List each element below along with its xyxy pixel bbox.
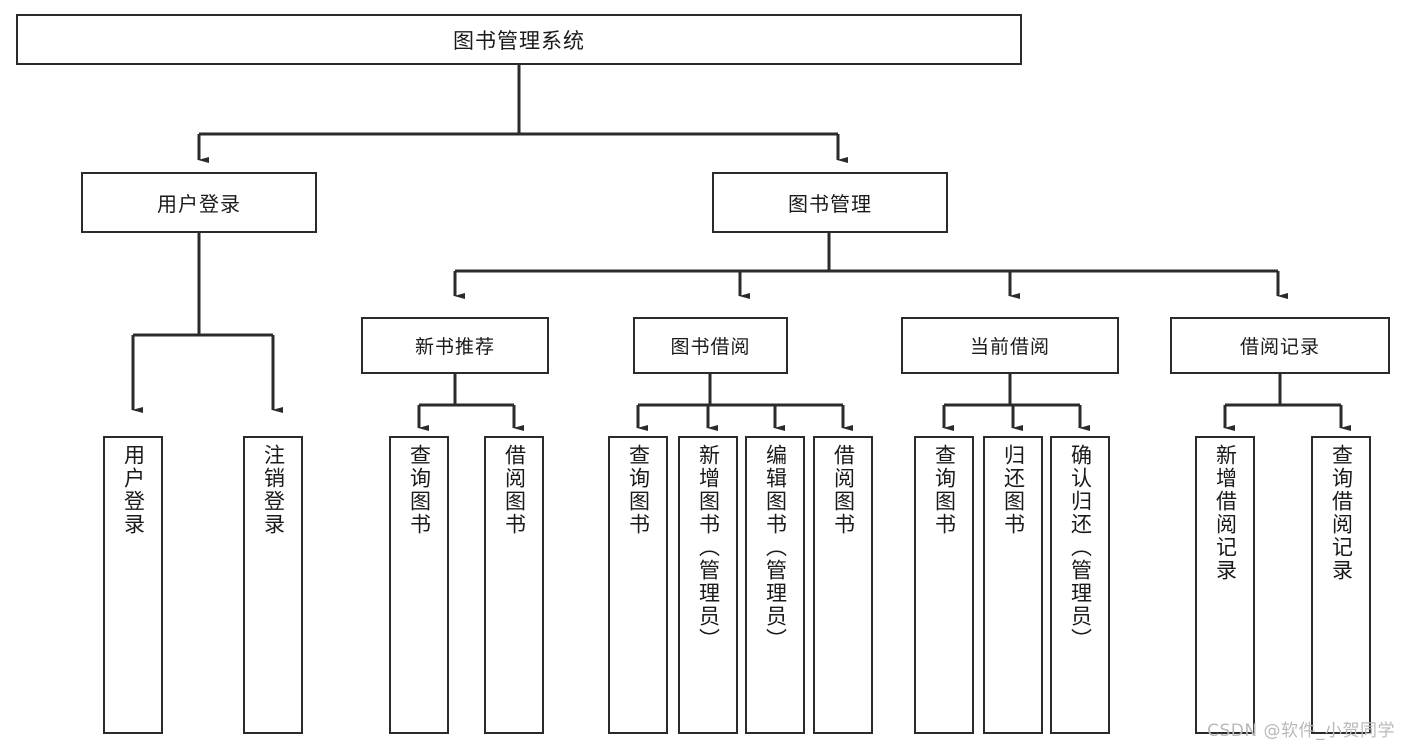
node-user-login-label: 用户登录 (157, 192, 241, 216)
node-book-management[interactable]: 图书管理 (712, 172, 948, 233)
node-book-borrow[interactable]: 图书借阅 (633, 317, 788, 374)
leaf-label: 编辑图书（管理员） (763, 444, 788, 651)
leaf-borrow-record-query[interactable]: 查询借阅记录 (1311, 436, 1371, 734)
leaf-label: 确认归还（管理员） (1068, 444, 1093, 651)
node-new-book-recommend-label: 新书推荐 (414, 336, 495, 358)
node-current-borrow[interactable]: 当前借阅 (901, 317, 1119, 374)
leaf-borrow-record-add[interactable]: 新增借阅记录 (1195, 436, 1255, 734)
leaf-book-borrow-add[interactable]: 新增图书（管理员） (678, 436, 738, 734)
leaf-label: 注销登录 (261, 444, 286, 536)
leaf-label: 查询图书 (626, 444, 651, 536)
node-user-login[interactable]: 用户登录 (81, 172, 317, 233)
node-borrow-record[interactable]: 借阅记录 (1170, 317, 1390, 374)
node-book-borrow-label: 图书借阅 (670, 336, 751, 358)
leaf-label: 用户登录 (121, 444, 146, 536)
node-root[interactable]: 图书管理系统 (16, 14, 1022, 65)
node-current-borrow-label: 当前借阅 (969, 336, 1050, 358)
watermark: CSDN @软件_小贺同学 (1207, 721, 1395, 741)
leaf-label: 查询图书 (407, 444, 432, 536)
leaf-current-borrow-return[interactable]: 归还图书 (983, 436, 1043, 734)
leaf-book-borrow-edit[interactable]: 编辑图书（管理员） (745, 436, 805, 734)
leaf-current-borrow-query[interactable]: 查询图书 (914, 436, 974, 734)
leaf-label: 归还图书 (1001, 444, 1026, 536)
leaf-new-book-query[interactable]: 查询图书 (389, 436, 449, 734)
node-book-management-label: 图书管理 (788, 192, 872, 216)
leaf-book-borrow-query[interactable]: 查询图书 (608, 436, 668, 734)
node-borrow-record-label: 借阅记录 (1239, 336, 1320, 358)
leaf-current-borrow-confirm-return[interactable]: 确认归还（管理员） (1050, 436, 1110, 734)
leaf-label: 新增借阅记录 (1213, 444, 1238, 582)
leaf-label: 借阅图书 (831, 444, 856, 536)
node-new-book-recommend[interactable]: 新书推荐 (361, 317, 549, 374)
leaf-label: 借阅图书 (502, 444, 527, 536)
node-root-label: 图书管理系统 (453, 28, 585, 53)
leaf-label: 查询借阅记录 (1329, 444, 1354, 582)
leaf-user-login-logout[interactable]: 注销登录 (243, 436, 303, 734)
leaf-label: 查询图书 (932, 444, 957, 536)
leaf-book-borrow-borrow[interactable]: 借阅图书 (813, 436, 873, 734)
leaf-label: 新增图书（管理员） (696, 444, 721, 651)
leaf-new-book-borrow[interactable]: 借阅图书 (484, 436, 544, 734)
leaf-user-login-login[interactable]: 用户登录 (103, 436, 163, 734)
